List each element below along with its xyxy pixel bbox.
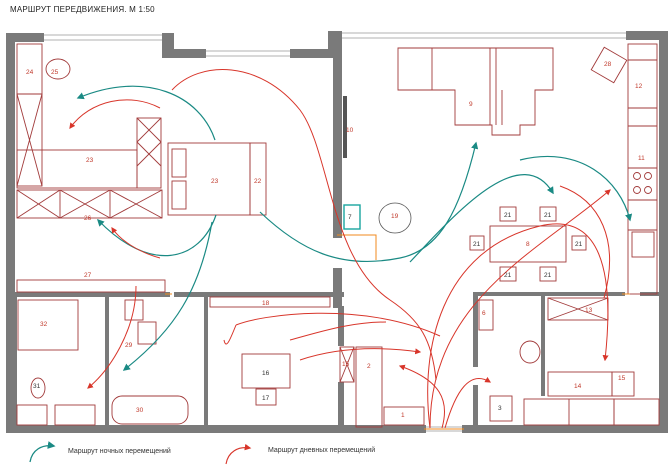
label-14: 14 bbox=[574, 383, 582, 390]
label-19: 19 bbox=[391, 213, 399, 220]
label-21-chair: 21 bbox=[544, 272, 552, 279]
label-21-chair: 21 bbox=[544, 212, 552, 219]
label-24: 24 bbox=[26, 69, 34, 76]
label-3: 3 bbox=[498, 405, 502, 412]
night-routes bbox=[76, 85, 633, 371]
label-17: 17 bbox=[262, 395, 270, 402]
label-1: 1 bbox=[401, 412, 405, 419]
door-accents bbox=[165, 234, 630, 430]
label-16: 16 bbox=[262, 370, 270, 377]
label-25: 25 bbox=[51, 69, 59, 76]
label-7: 7 bbox=[348, 214, 352, 221]
label-12: 12 bbox=[635, 83, 643, 90]
label-21-chair: 21 bbox=[575, 241, 583, 248]
label-10: 10 bbox=[346, 127, 354, 134]
label-9: 9 bbox=[469, 101, 473, 108]
label-15-wardrobe: 15 bbox=[342, 361, 350, 368]
label-29: 29 bbox=[125, 342, 133, 349]
label-32: 32 bbox=[40, 321, 48, 328]
label-21-chair: 21 bbox=[504, 272, 512, 279]
label-23-bed: 23 bbox=[211, 178, 219, 185]
day-route-legend-icon bbox=[225, 443, 252, 465]
legend-night-label: Маршрут ночных перемещений bbox=[68, 447, 171, 455]
label-6: 6 bbox=[482, 310, 486, 317]
plant-19 bbox=[378, 202, 412, 234]
label-22: 22 bbox=[254, 178, 262, 185]
label-18: 18 bbox=[262, 300, 270, 307]
cabinet-7 bbox=[343, 204, 361, 230]
label-21-chair: 21 bbox=[504, 212, 512, 219]
room-labels: 1 2 3 6 7 8 9 10 11 12 13 14 15 15 16 17… bbox=[26, 61, 645, 419]
walls bbox=[6, 31, 668, 433]
furniture bbox=[16, 43, 660, 428]
day-routes bbox=[69, 69, 611, 429]
label-11: 11 bbox=[638, 155, 645, 162]
night-route-legend-icon bbox=[29, 441, 56, 463]
legend-day-label: Маршрут дневных перемещений bbox=[268, 446, 375, 454]
label-26: 26 bbox=[84, 215, 92, 222]
label-8: 8 bbox=[526, 241, 530, 248]
legend: Маршрут ночных перемещений Маршрут дневн… bbox=[29, 441, 375, 465]
plan-title: МАРШРУТ ПЕРЕДВИЖЕНИЯ. М 1:50 bbox=[10, 5, 155, 14]
label-15: 15 bbox=[618, 375, 626, 382]
label-30: 30 bbox=[136, 407, 144, 414]
label-27: 27 bbox=[84, 272, 92, 279]
label-31: 31 bbox=[33, 383, 41, 390]
label-13: 13 bbox=[585, 307, 593, 314]
windows bbox=[44, 32, 626, 432]
label-2: 2 bbox=[367, 363, 371, 370]
label-21-chair: 21 bbox=[473, 241, 481, 248]
label-28: 28 bbox=[604, 61, 612, 68]
label-23-wardrobe: 23 bbox=[86, 157, 94, 164]
